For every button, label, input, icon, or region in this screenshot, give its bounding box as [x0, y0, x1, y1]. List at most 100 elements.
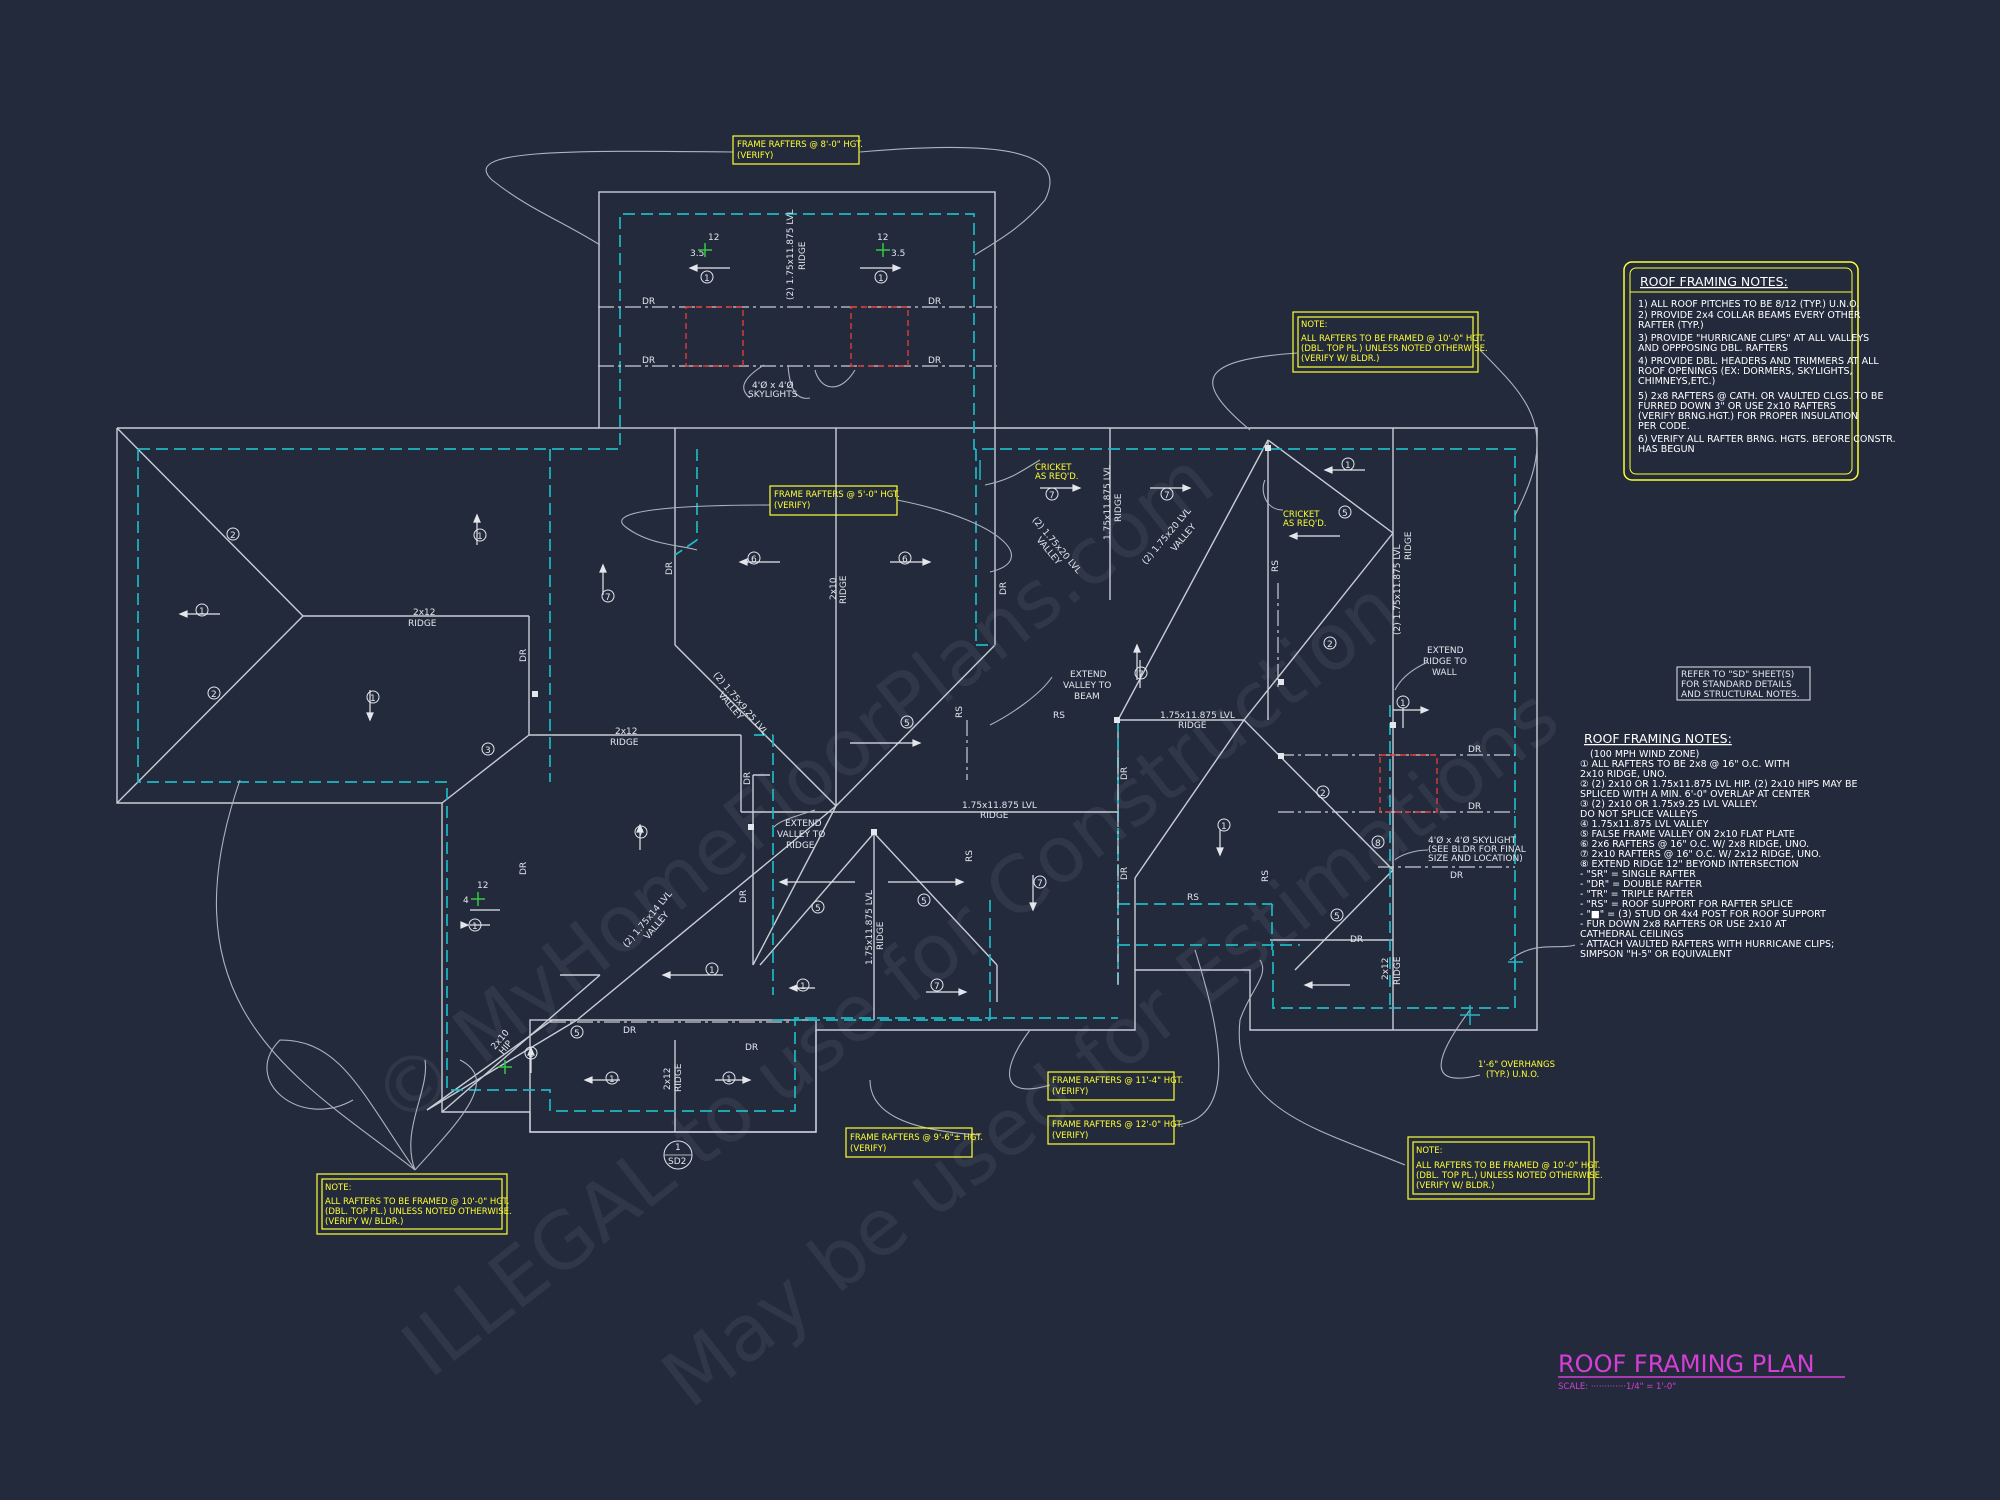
svg-text:3: 3: [485, 746, 491, 756]
ridge-vert-a-2: RIDGE: [1114, 493, 1124, 522]
extend-valley-ridge-3: RIDGE: [786, 841, 815, 851]
pitch-3-5: 3.5: [690, 249, 704, 259]
ridge-2x12-bottom-2: RIDGE: [674, 1063, 684, 1092]
dr-label: DR: [1350, 935, 1363, 945]
ridge-vert-b-2: RIDGE: [1404, 531, 1414, 560]
refer-sd-line-1: REFER TO "SD" SHEET(S): [1681, 670, 1794, 680]
dr-label: DR: [1468, 745, 1481, 755]
note-top-line-3: (DBL. TOP PL.) UNLESS NOTED OTHERWISE.: [1301, 344, 1488, 354]
framing-note-line: DO NOT SPLICE VALLEYS: [1580, 809, 1698, 820]
boxed-note-line: CHIMNEYS,ETC.): [1638, 376, 1715, 387]
svg-text:5: 5: [1342, 509, 1348, 519]
svg-text:1: 1: [704, 274, 710, 284]
cricket-1-line-1: CRICKET: [1035, 463, 1072, 473]
framing-note-line: - "RS" = ROOF SUPPORT FOR RAFTER SPLICE: [1580, 899, 1793, 910]
framing-note-line: - "SR" = SINGLE RAFTER: [1580, 869, 1696, 880]
svg-text:7: 7: [1164, 491, 1170, 501]
note-all-rafters-left: NOTE: ALL RAFTERS TO BE FRAMED @ 10'-0" …: [316, 1173, 512, 1235]
note-frame-11ft-line-2: (VERIFY): [1052, 1087, 1088, 1097]
svg-text:5: 5: [574, 1029, 580, 1039]
note-frame-8ft-line-1: FRAME RAFTERS @ 8'-0" HGT.: [737, 140, 863, 150]
framing-notes-boxed: ROOF FRAMING NOTES: 1) ALL ROOF PITCHES …: [1623, 261, 1896, 481]
framing-note-line: (100 MPH WIND ZONE): [1590, 749, 1699, 760]
pitch-12: 12: [877, 233, 888, 243]
boxed-note-line: (VERIFY BRNG.HGT.) FOR PROPER INSULATION: [1638, 411, 1858, 422]
ridge-2x12-left-2: RIDGE: [408, 619, 437, 629]
skylight-right-line-2: (SEE BLDR FOR FINAL: [1428, 845, 1526, 855]
ridge-2x10-1: 2x10: [829, 577, 839, 600]
note-right-line-1: NOTE:: [1416, 1146, 1442, 1156]
svg-text:7: 7: [934, 982, 940, 992]
note-top-line-4: (VERIFY W/ BLDR.): [1301, 354, 1379, 364]
dr-label: DR: [999, 582, 1009, 595]
svg-text:5: 5: [921, 897, 927, 907]
framing-note-line: ② (2) 2x10 OR 1.75x11.875 LVL HIP. (2) 2…: [1580, 779, 1858, 790]
rs-label: RS: [1187, 893, 1199, 903]
note-all-rafters-right: NOTE: ALL RAFTERS TO BE FRAMED @ 10'-0" …: [1407, 1136, 1603, 1200]
cricket-2-line-1: CRICKET: [1283, 510, 1320, 520]
framing-note-line: SIMPSON "H-5" OR EQUIVALENT: [1580, 949, 1732, 960]
rs-label: RS: [955, 706, 965, 718]
sd2-num: 1: [675, 1143, 681, 1153]
pitch-3-5: 3.5: [891, 249, 905, 259]
dr-label: DR: [739, 890, 749, 903]
lvl-ridge-top-1: (2) 1.75x11.875 LVL: [786, 209, 796, 300]
boxed-note-line: PER CODE.: [1638, 421, 1690, 432]
roof-support-posts: [532, 445, 1396, 835]
double-rafter-lines: [550, 306, 1515, 1023]
note-right-line-3: (DBL. TOP PL.) UNLESS NOTED OTHERWISE.: [1416, 1171, 1603, 1181]
note-all-rafters-top: NOTE: ALL RAFTERS TO BE FRAMED @ 10'-0" …: [1292, 311, 1488, 373]
dr-label: DR: [1120, 867, 1130, 880]
skylight-right-line-3: SIZE AND LOCATION): [1428, 854, 1523, 864]
pitch-12: 12: [708, 233, 719, 243]
svg-text:7: 7: [1138, 670, 1144, 680]
lvl-ridge-top-2: RIDGE: [798, 241, 808, 270]
boxed-note-line: 6) VERIFY ALL RAFTER BRNG. HGTS. BEFORE …: [1638, 434, 1896, 445]
framing-note-line: SPLICED WITH A MIN. 6'-0" OVERLAP AT CEN…: [1580, 789, 1810, 800]
ridge-vert-a-1: 1.75x11.875 LVL: [1103, 465, 1113, 540]
framing-notes-title: ROOF FRAMING NOTES:: [1584, 731, 1732, 746]
svg-text:2: 2: [230, 531, 236, 541]
svg-text:1: 1: [472, 922, 478, 932]
note-top-line-2: ALL RAFTERS TO BE FRAMED @ 10'-0" HGT.: [1301, 334, 1485, 344]
skylights-top-line-1: 4'Ø x 4'Ø: [752, 380, 794, 391]
extend-valley-ridge-1: EXTEND: [785, 819, 822, 829]
overhangs-line-2: (TYP.) U.N.O.: [1486, 1070, 1539, 1080]
lvl-ridge-center-1: 1.75x11.875 LVL: [962, 801, 1037, 811]
dr-label: DR: [642, 297, 655, 307]
svg-text:1: 1: [199, 607, 205, 617]
framing-note-line: - "TR" = TRIPLE RAFTER: [1580, 889, 1694, 900]
ridge-2x12-right-2: RIDGE: [1393, 956, 1403, 985]
boxed-note-line: FURRED DOWN 3" OR USE 2x10 RAFTERS: [1638, 401, 1836, 412]
boxed-note-line: HAS BEGUN: [1638, 444, 1695, 455]
boxed-note-line: 2) PROVIDE 2x4 COLLAR BEAMS EVERY OTHER: [1638, 310, 1861, 321]
sd2-tag: SD2: [668, 1157, 686, 1167]
framing-note-line: ⑧ EXTEND RIDGE 12" BEYOND INTERSECTION: [1580, 859, 1799, 870]
note-frame-9ft-line-1: FRAME RAFTERS @ 9'-6"± HGT.: [850, 1133, 983, 1143]
pitch-12: 12: [477, 881, 488, 891]
framing-note-line: ⑥ 2x6 RAFTERS @ 16" O.C. W/ 2x8 RIDGE, U…: [1580, 839, 1809, 850]
ridge-2x12-left-1: 2x12: [413, 608, 436, 618]
note-left-line-3: (DBL. TOP PL.) UNLESS NOTED OTHERWISE.: [325, 1207, 512, 1217]
dr-label: DR: [1450, 871, 1463, 881]
svg-text:1: 1: [370, 694, 376, 704]
note-top-line-1: NOTE:: [1301, 320, 1327, 330]
ridge-2x12-mid-1: 2x12: [615, 727, 638, 737]
rs-label: RS: [1261, 870, 1271, 882]
boxed-note-line: 1) ALL ROOF PITCHES TO BE 8/12 (TYP.) U.…: [1638, 299, 1859, 310]
note-frame-12ft: FRAME RAFTERS @ 12'-0" HGT. (VERIFY): [1047, 1115, 1183, 1145]
note-frame-11ft-line-1: FRAME RAFTERS @ 11'-4" HGT.: [1052, 1076, 1183, 1086]
callouts: CRICKET AS REQ'D. CRICKET AS REQ'D. 4'Ø …: [663, 380, 1811, 1170]
extend-ridge-wall-1: EXTEND: [1427, 646, 1464, 656]
extend-ridge-wall-3: WALL: [1432, 668, 1457, 678]
framing-notes: ROOF FRAMING NOTES: (100 MPH WIND ZONE) …: [1580, 731, 1858, 960]
plan-scale: SCALE: ·············1/4" = 1'-0": [1558, 1382, 1676, 1392]
extend-ridge-wall-2: RIDGE TO: [1423, 657, 1467, 667]
svg-text:1: 1: [1400, 699, 1406, 709]
dr-label: DR: [743, 772, 753, 785]
refer-sd-line-3: AND STRUCTURAL NOTES.: [1681, 690, 1800, 700]
framing-note-line: ⑤ FALSE FRAME VALLEY ON 2x10 FLAT PLATE: [1580, 829, 1795, 840]
dr-label: DR: [623, 1026, 636, 1036]
svg-text:6: 6: [751, 555, 757, 565]
note-frame-5ft-line-1: FRAME RAFTERS @ 5'-0" HGT.: [774, 490, 900, 500]
